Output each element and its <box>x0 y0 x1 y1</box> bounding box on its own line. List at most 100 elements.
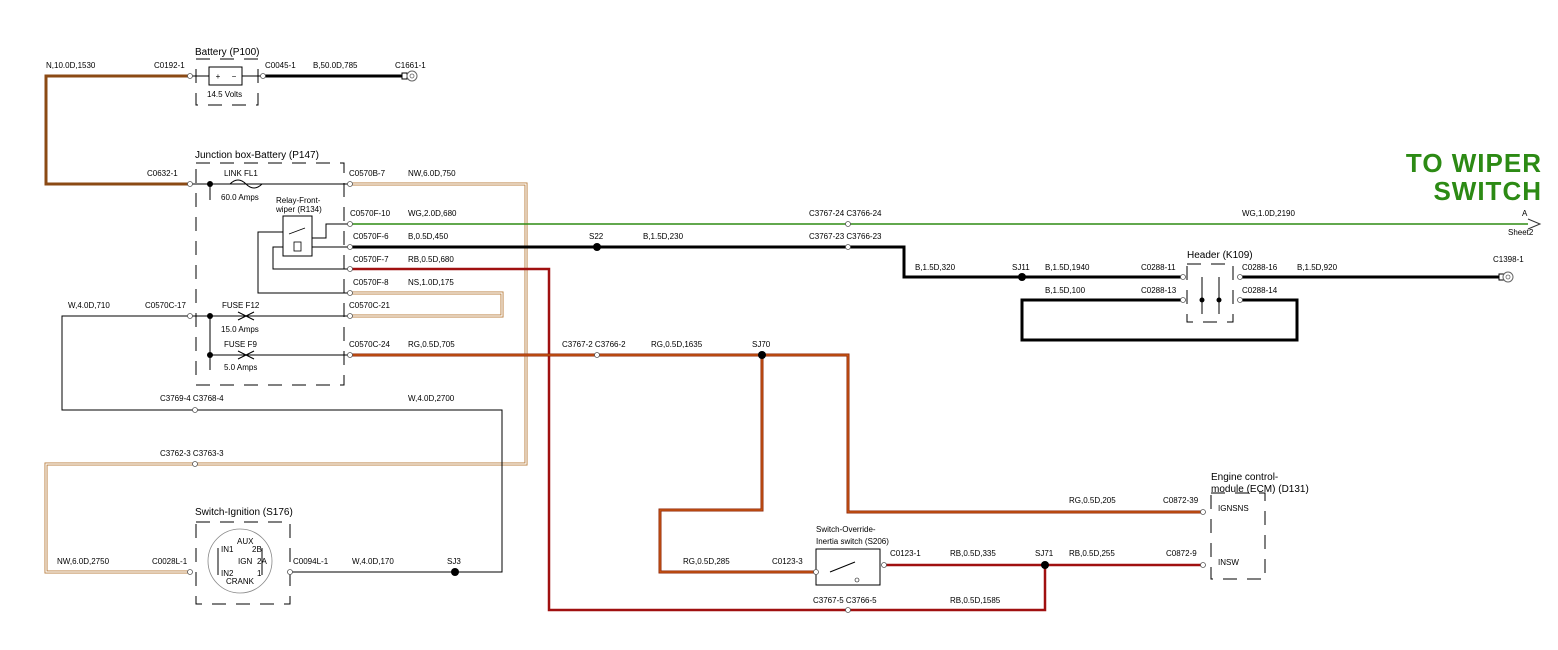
svg-text:C0028L-1: C0028L-1 <box>152 557 188 566</box>
svg-text:NW,6.0D,750: NW,6.0D,750 <box>408 169 456 178</box>
title-line-1: TO WIPER <box>1406 148 1542 178</box>
svg-text:C0045-1: C0045-1 <box>265 61 296 70</box>
fuse-f9-label: FUSE F9 <box>224 340 257 349</box>
svg-text:C0570F-6: C0570F-6 <box>353 232 389 241</box>
svg-text:W,4.0D,170: W,4.0D,170 <box>352 557 394 566</box>
svg-text:RG,0.5D,205: RG,0.5D,205 <box>1069 496 1116 505</box>
relay-contact-icon <box>288 227 306 235</box>
svg-text:C3767-23 C3766-23: C3767-23 C3766-23 <box>809 232 882 241</box>
junction-box-outline <box>195 162 345 386</box>
ecm-pin-ignsns: IGNSNS <box>1218 504 1249 513</box>
splice-labels: S22 SJ11 SJ70 SJ71 SJ3 <box>447 232 1054 566</box>
ignition-label: Switch-Ignition (S176) <box>195 507 293 518</box>
battery-symbol <box>208 66 243 86</box>
ign-crank: CRANK <box>226 577 255 586</box>
splice-s22 <box>593 243 601 251</box>
svg-text:C1398-1: C1398-1 <box>1493 255 1524 264</box>
svg-text:C3767-24 C3766-24: C3767-24 C3766-24 <box>809 209 882 218</box>
inertia-label-1: Switch-Override- <box>816 525 876 534</box>
title-line-2: SWITCH <box>1433 176 1542 206</box>
svg-text:C3762-3 C3763-3: C3762-3 C3763-3 <box>160 449 224 458</box>
wire-b-100 <box>1020 298 1299 342</box>
connector-terminals <box>187 73 1243 613</box>
relay-label-2: wiper (R134) <box>275 205 322 214</box>
ecm-label-1: Engine control- <box>1211 472 1278 483</box>
jbox-node <box>207 181 213 187</box>
svg-text:RG,0.5D,705: RG,0.5D,705 <box>408 340 455 349</box>
svg-text:C0288-13: C0288-13 <box>1141 286 1177 295</box>
wire-rg-285 <box>658 355 816 574</box>
link-fl1-rating: 60.0 Amps <box>221 193 259 202</box>
ring-terminal-c1661 <box>401 70 418 82</box>
ign-in2: IN2 <box>221 569 234 578</box>
header-label: Header (K109) <box>1187 250 1253 261</box>
ecm-pin-insw: INSW <box>1218 558 1239 567</box>
ignition-outline <box>195 521 291 605</box>
svg-text:B,1.5D,100: B,1.5D,100 <box>1045 286 1086 295</box>
fuse-f9-rating: 5.0 Amps <box>224 363 257 372</box>
inertia-label-2: Inertia switch (S206) <box>816 537 889 546</box>
inertia-switch-symbol <box>815 548 881 586</box>
ign-in1: IN1 <box>221 545 234 554</box>
svg-text:RG,0.5D,1635: RG,0.5D,1635 <box>651 340 703 349</box>
fuse-f9-icon <box>230 350 262 360</box>
svg-text:B,1.5D,1940: B,1.5D,1940 <box>1045 263 1090 272</box>
svg-text:C0570C-21: C0570C-21 <box>349 301 390 310</box>
svg-text:C0570B-7: C0570B-7 <box>349 169 386 178</box>
junction-box-label: Junction box-Battery (P147) <box>195 150 319 161</box>
ign-aux: AUX <box>237 537 254 546</box>
svg-text:C0288-11: C0288-11 <box>1141 263 1176 272</box>
inertia-contact-icon <box>829 561 856 573</box>
link-fl1-icon <box>229 179 263 189</box>
offsheet-letter: A <box>1522 209 1528 218</box>
battery-label: Battery (P100) <box>195 47 259 58</box>
battery-plus-icon: + <box>216 72 221 81</box>
svg-text:NW,6.0D,2750: NW,6.0D,2750 <box>57 557 110 566</box>
wire-rg-705 <box>350 353 1203 514</box>
ecm-outline <box>1210 492 1266 580</box>
svg-text:S22: S22 <box>589 232 604 241</box>
svg-text:C3767-2 C3766-2: C3767-2 C3766-2 <box>562 340 626 349</box>
connector-labels: C0192-1 C0045-1 C1661-1 C0632-1 C0570B-7… <box>145 61 1524 605</box>
relay-label-1: Relay-Front- <box>276 196 321 205</box>
splice-sj70 <box>758 351 766 359</box>
svg-text:B,1.5D,920: B,1.5D,920 <box>1297 263 1338 272</box>
svg-text:SJ11: SJ11 <box>1012 263 1030 272</box>
svg-text:WG,2.0D,680: WG,2.0D,680 <box>408 209 457 218</box>
svg-text:B,1.5D,320: B,1.5D,320 <box>915 263 956 272</box>
svg-text:C0872-9: C0872-9 <box>1166 549 1197 558</box>
ign-2b: 2B <box>252 545 262 554</box>
splice-sj11 <box>1018 273 1026 281</box>
svg-text:C3769-4 C3768-4: C3769-4 C3768-4 <box>160 394 224 403</box>
relay-coil-icon <box>293 241 302 252</box>
svg-text:C0632-1: C0632-1 <box>147 169 178 178</box>
svg-text:C0123-3: C0123-3 <box>772 557 803 566</box>
wire-labels: N,10.0D,1530 B,50.0D,785 NW,6.0D,750 WG,… <box>46 61 1338 605</box>
svg-text:C0570F-7: C0570F-7 <box>353 255 389 264</box>
fuse-f12-label: FUSE F12 <box>222 301 260 310</box>
battery-outline <box>195 58 259 106</box>
svg-text:C3767-5 C3766-5: C3767-5 C3766-5 <box>813 596 877 605</box>
svg-text:RB,0.5D,255: RB,0.5D,255 <box>1069 549 1115 558</box>
svg-text:W,4.0D,710: W,4.0D,710 <box>68 301 110 310</box>
svg-text:SJ71: SJ71 <box>1035 549 1054 558</box>
battery-minus-icon: − <box>232 72 237 81</box>
svg-text:N,10.0D,1530: N,10.0D,1530 <box>46 61 96 70</box>
svg-text:SJ70: SJ70 <box>752 340 771 349</box>
svg-text:C0094L-1: C0094L-1 <box>293 557 329 566</box>
battery-voltage: 14.5 Volts <box>207 90 242 99</box>
splice-sj71 <box>1041 561 1049 569</box>
wire-b-450 <box>350 245 1183 279</box>
svg-text:C0123-1: C0123-1 <box>890 549 921 558</box>
wire-rb-680 <box>350 267 1047 612</box>
svg-text:RB,0.5D,1585: RB,0.5D,1585 <box>950 596 1001 605</box>
ign-ign: IGN <box>238 557 252 566</box>
offsheet-sheet: Sheet2 <box>1508 228 1534 237</box>
ign-1: 1 <box>257 569 262 578</box>
svg-text:C0288-16: C0288-16 <box>1242 263 1278 272</box>
ecm-label-2: module (ECM) (D131) <box>1211 484 1309 495</box>
svg-text:C0570F-8: C0570F-8 <box>353 278 389 287</box>
ring-terminal-c1398 <box>1498 271 1514 283</box>
svg-text:C0570C-17: C0570C-17 <box>145 301 186 310</box>
